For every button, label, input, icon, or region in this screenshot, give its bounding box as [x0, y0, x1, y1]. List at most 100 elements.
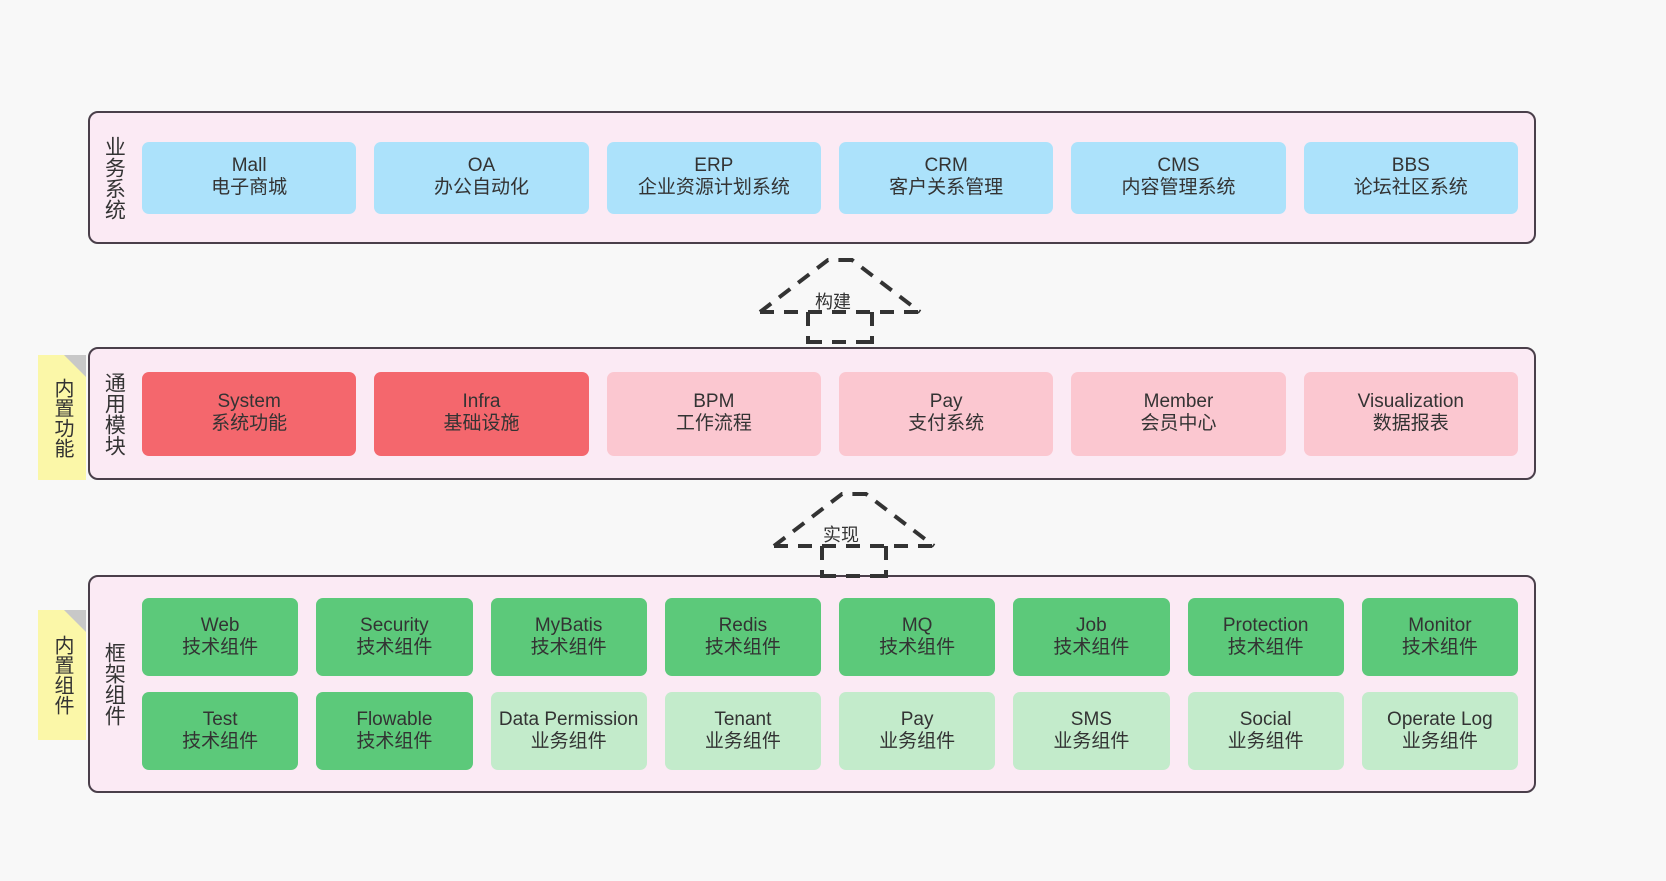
- card-title-cn: 基础设施: [443, 413, 520, 435]
- card-pay-component[interactable]: Pay 业务组件: [839, 692, 996, 770]
- card-title-cn: 技术组件: [704, 636, 781, 658]
- card-social[interactable]: Social 业务组件: [1187, 692, 1344, 770]
- card-title-en: Security: [360, 614, 429, 636]
- layer-business-systems: 业务系统 Mall 电子商城 OA 办公自动化 ERP 企业资源计划系统 CRM…: [88, 111, 1536, 244]
- card-security[interactable]: Security 技术组件: [316, 598, 473, 676]
- card-bbs[interactable]: BBS 论坛社区系统: [1303, 141, 1518, 214]
- note-builtin-features: 内置功能: [38, 355, 86, 480]
- card-title-en: Pay: [900, 708, 934, 730]
- card-title-en: BBS: [1391, 155, 1430, 177]
- card-title-cn: 技术组件: [182, 636, 259, 658]
- card-title-en: Test: [202, 708, 238, 730]
- card-title-cn: 技术组件: [530, 636, 607, 658]
- card-title-en: Data Permission: [498, 708, 639, 730]
- card-title-en: CMS: [1157, 155, 1200, 177]
- card-title-cn: 数据报表: [1372, 413, 1449, 435]
- card-title-en: CRM: [924, 155, 968, 177]
- card-title-cn: 业务组件: [879, 730, 956, 752]
- card-title-cn: 业务组件: [530, 730, 607, 752]
- card-visualization[interactable]: Visualization 数据报表: [1303, 371, 1518, 456]
- card-bpm[interactable]: BPM 工作流程: [606, 371, 821, 456]
- card-infra[interactable]: Infra 基础设施: [374, 371, 589, 456]
- card-title-en: Member: [1143, 391, 1214, 413]
- card-title-en: Protection: [1222, 614, 1309, 636]
- card-web[interactable]: Web 技术组件: [142, 598, 299, 676]
- layer-title-common-modules: 通用模块: [102, 371, 126, 456]
- card-row: System 系统功能 Infra 基础设施 BPM 工作流程 Pay 支付系统…: [142, 371, 1518, 456]
- card-job[interactable]: Job 技术组件: [1013, 598, 1170, 676]
- card-mall[interactable]: Mall 电子商城: [142, 141, 357, 214]
- card-monitor[interactable]: Monitor 技术组件: [1361, 598, 1518, 676]
- card-title-cn: 业务组件: [704, 730, 781, 752]
- card-title-cn: 内容管理系统: [1121, 177, 1236, 199]
- card-title-en: Tenant: [714, 708, 772, 730]
- card-title-cn: 支付系统: [908, 413, 985, 435]
- card-title-cn: 技术组件: [879, 636, 956, 658]
- card-data-permission[interactable]: Data Permission 业务组件: [490, 692, 647, 770]
- card-title-cn: 企业资源计划系统: [637, 177, 790, 199]
- card-title-cn: 客户关系管理: [889, 177, 1004, 199]
- card-title-cn: 技术组件: [182, 730, 259, 752]
- card-mybatis[interactable]: MyBatis 技术组件: [490, 598, 647, 676]
- card-sms[interactable]: SMS 业务组件: [1013, 692, 1170, 770]
- layer-title-framework-components: 框架组件: [102, 642, 126, 726]
- card-title-en: MyBatis: [534, 614, 603, 636]
- note-label: 内置组件: [51, 635, 73, 715]
- card-system[interactable]: System 系统功能: [142, 371, 357, 456]
- card-title-en: Job: [1076, 614, 1107, 636]
- card-title-en: System: [217, 391, 281, 413]
- card-title-cn: 业务组件: [1401, 730, 1478, 752]
- card-title-en: Visualization: [1357, 391, 1464, 413]
- card-title-cn: 技术组件: [1053, 636, 1130, 658]
- card-title-cn: 系统功能: [211, 413, 288, 435]
- layer-title-business-systems: 业务系统: [102, 135, 126, 220]
- card-title-cn: 技术组件: [1401, 636, 1478, 658]
- card-title-cn: 业务组件: [1053, 730, 1130, 752]
- card-title-en: Mall: [231, 155, 267, 177]
- card-title-en: BPM: [693, 391, 735, 413]
- layer-common-modules: 通用模块 System 系统功能 Infra 基础设施 BPM 工作流程 Pay…: [88, 347, 1536, 480]
- layer-body-framework-components: Web 技术组件 Security 技术组件 MyBatis 技术组件 Redi…: [136, 577, 1534, 791]
- page-fold-icon: [64, 355, 86, 377]
- card-title-en: Infra: [462, 391, 501, 413]
- card-title-en: Social: [1239, 708, 1292, 730]
- card-title-cn: 技术组件: [1227, 636, 1304, 658]
- card-cms[interactable]: CMS 内容管理系统: [1071, 141, 1286, 214]
- page-fold-icon: [64, 610, 86, 632]
- card-title-cn: 会员中心: [1140, 413, 1217, 435]
- arrow-label-build: 构建: [815, 292, 851, 312]
- card-tenant[interactable]: Tenant 业务组件: [664, 692, 821, 770]
- card-test[interactable]: Test 技术组件: [142, 692, 299, 770]
- card-title-cn: 电子商城: [211, 177, 288, 199]
- card-pay-module[interactable]: Pay 支付系统: [838, 371, 1054, 456]
- card-title-cn: 工作流程: [675, 413, 752, 435]
- card-member[interactable]: Member 会员中心: [1071, 371, 1286, 456]
- card-title-cn: 技术组件: [356, 636, 433, 658]
- card-title-en: Flowable: [356, 708, 433, 730]
- layer-framework-components: 框架组件 Web 技术组件 Security 技术组件 MyBatis 技术组件…: [88, 575, 1536, 793]
- card-mq[interactable]: MQ 技术组件: [839, 598, 996, 676]
- card-title-cn: 业务组件: [1227, 730, 1304, 752]
- card-crm[interactable]: CRM 客户关系管理: [838, 141, 1054, 214]
- arrow-label-implement: 实现: [823, 525, 859, 545]
- layer-body-business-systems: Mall 电子商城 OA 办公自动化 ERP 企业资源计划系统 CRM 客户关系…: [136, 113, 1534, 242]
- card-title-en: SMS: [1070, 708, 1112, 730]
- note-builtin-components: 内置组件: [38, 610, 86, 740]
- card-redis[interactable]: Redis 技术组件: [664, 598, 821, 676]
- card-erp[interactable]: ERP 企业资源计划系统: [606, 141, 821, 214]
- card-flowable[interactable]: Flowable 技术组件: [316, 692, 473, 770]
- card-title-en: Monitor: [1408, 614, 1472, 636]
- card-title-en: Web: [200, 614, 240, 636]
- card-title-en: Operate Log: [1387, 708, 1493, 730]
- card-oa[interactable]: OA 办公自动化: [374, 141, 589, 214]
- card-operate-log[interactable]: Operate Log 业务组件: [1361, 692, 1518, 770]
- card-title-en: OA: [467, 155, 496, 177]
- card-title-en: Redis: [718, 614, 768, 636]
- card-title-en: MQ: [901, 614, 933, 636]
- arrow-build: [758, 258, 922, 344]
- note-label: 内置功能: [51, 377, 73, 458]
- card-protection[interactable]: Protection 技术组件: [1187, 598, 1344, 676]
- card-row-tech: Web 技术组件 Security 技术组件 MyBatis 技术组件 Redi…: [142, 598, 1518, 676]
- arrow-implement: [772, 492, 936, 578]
